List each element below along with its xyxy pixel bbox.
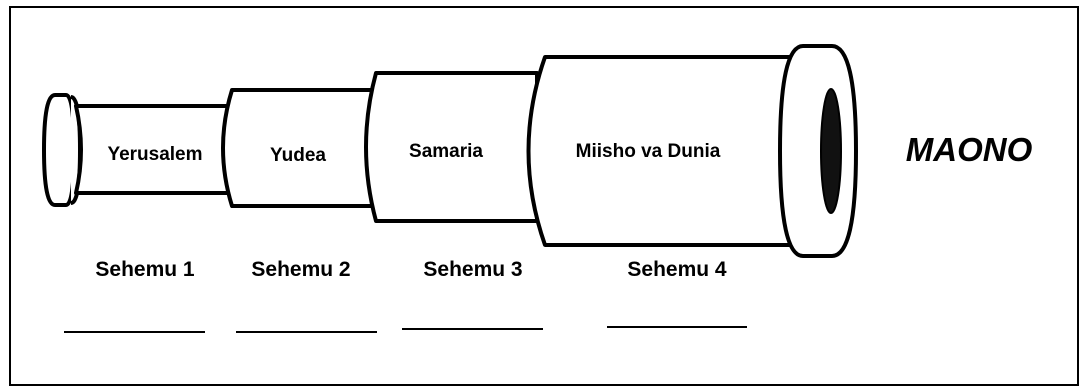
telescope-title: MAONO — [906, 131, 1033, 168]
section-label-1: Sehemu 1 — [95, 258, 195, 281]
objective-lens — [820, 88, 842, 214]
segment-label-2: Yudea — [270, 145, 326, 166]
section-label-2: Sehemu 2 — [251, 258, 350, 281]
section-label-4: Sehemu 4 — [627, 258, 727, 281]
section-label-3: Sehemu 3 — [423, 258, 522, 281]
telescope-diagram: Yerusalem Yudea Samaria Miisho va Dunia … — [42, 44, 1033, 333]
tube-segment-1 — [74, 104, 234, 195]
segment-label-1: Yerusalem — [107, 144, 202, 165]
tube-segment-2 — [221, 88, 378, 208]
tube-segment-3 — [364, 71, 539, 223]
tube-segment-4 — [526, 55, 792, 247]
objective-hood — [778, 44, 858, 258]
eyepiece-cap — [42, 93, 76, 207]
segment-label-4: Miisho va Dunia — [576, 141, 721, 162]
segment-label-3: Samaria — [409, 141, 483, 162]
